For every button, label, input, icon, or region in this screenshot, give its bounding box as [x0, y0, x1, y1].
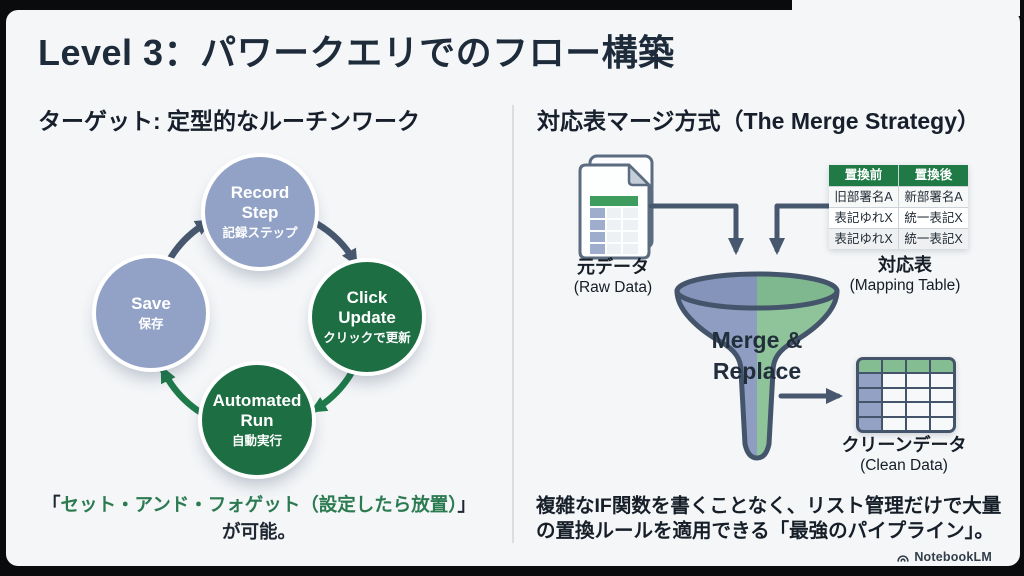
mapping-cell: 表記ゆれX — [829, 208, 898, 228]
right-caption-line2: の置換ルールを適用できる「最強のパイプライン」。 — [536, 520, 994, 542]
funnel-caption: Merge & Replace — [687, 325, 827, 387]
notebooklm-icon — [897, 555, 909, 562]
node-title: Run — [240, 411, 274, 430]
node-subtitle: 自動実行 — [231, 434, 282, 448]
node-title: Step — [241, 203, 279, 222]
column-divider — [512, 105, 514, 543]
funnel — [674, 271, 840, 461]
mapping-cell: 統一表記X — [899, 229, 968, 249]
cycle-node-click-update: Click Update クリックで更新 — [312, 262, 422, 372]
funnel-caption-line1: Merge & — [711, 327, 803, 353]
clean-label-en: (Clean Data) — [860, 457, 948, 474]
raw-data-label-jp: 元データ — [577, 257, 649, 277]
right-caption-line1: 複雑なIF関数を書くことなく、リスト管理だけで大量 — [536, 495, 1002, 517]
cycle-node-save: Save 保存 — [96, 258, 206, 368]
raw-data-label: 元データ (Raw Data) — [555, 256, 671, 298]
node-title: Automated — [212, 391, 302, 410]
slide-title: Level 3：パワークエリでのフロー構築 — [38, 32, 675, 73]
cycle-node-automated-run: Automated Run 自動実行 — [202, 365, 312, 475]
clean-data-label: クリーンデータ (Clean Data) — [828, 434, 980, 476]
node-subtitle: 記録ステップ — [222, 226, 298, 240]
raw-data-mini-table — [590, 196, 638, 254]
mapping-header-before: 置換前 — [829, 165, 898, 186]
raw-data-label-en: (Raw Data) — [573, 279, 653, 296]
node-title: Click — [346, 288, 388, 307]
arrow-automated-to-save — [159, 365, 207, 418]
mapping-table: 置換前 置換後 旧部署名A 新部署名A 表記ゆれX 統一表記X 表記ゆれX 統一… — [829, 165, 968, 249]
mapping-cell: 表記ゆれX — [829, 229, 898, 249]
mapping-cell: 新部署名A — [899, 187, 968, 207]
notebooklm-logo: NotebookLM — [872, 548, 992, 566]
funnel-caption-line2: Replace — [712, 358, 802, 384]
mapping-table-label: 対応表 (Mapping Table) — [830, 254, 980, 296]
cycle-node-record-step: Record Step 記録ステップ — [205, 157, 315, 267]
node-title: Save — [131, 294, 171, 313]
left-takeaway-quote: 「セット・アンド・フォゲット（設定したら放置）」 — [26, 492, 492, 518]
mapping-cell: 統一表記X — [899, 208, 968, 228]
mapping-cell: 旧部署名A — [829, 187, 898, 207]
left-takeaway-line2: が可能。 — [221, 521, 296, 542]
quote-close-bracket: 」 — [457, 494, 477, 515]
node-title: Record — [230, 183, 290, 202]
notebooklm-label: NotebookLM — [914, 550, 992, 564]
right-section-heading: 対応表マージ方式（The Merge Strategy） — [537, 108, 980, 134]
clean-label-jp: クリーンデータ — [841, 435, 967, 455]
connector-mapping-to-funnel — [769, 203, 832, 255]
arrow-click-to-automated — [309, 368, 356, 414]
clean-data-table-icon — [856, 357, 956, 433]
quote-open-bracket: 「 — [41, 494, 61, 515]
mapping-label-en: (Mapping Table) — [849, 277, 961, 294]
connector-rawdata-to-funnel — [648, 203, 744, 255]
node-subtitle: クリックで更新 — [323, 331, 411, 345]
mapping-label-jp: 対応表 — [878, 255, 932, 275]
raw-data-icon — [578, 154, 654, 260]
node-title: Update — [338, 308, 396, 327]
mapping-header-after: 置換後 — [899, 165, 968, 186]
quote-highlight: セット・アンド・フォゲット（設定したら放置） — [60, 494, 458, 515]
node-subtitle: 保存 — [138, 317, 164, 331]
arrow-save-to-record — [162, 218, 213, 270]
left-section-heading: ターゲット: 定型的なルーチンワーク — [38, 108, 421, 134]
arrow-record-to-click — [306, 216, 359, 267]
